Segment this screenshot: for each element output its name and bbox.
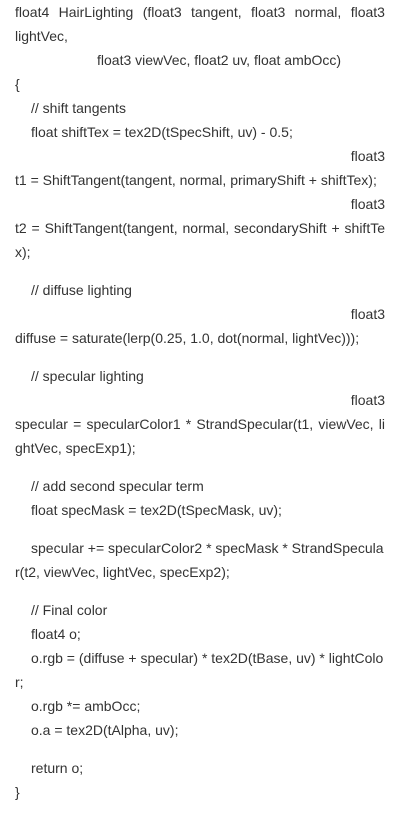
code-word: StrandSpecular(t1,: [196, 416, 314, 432]
code-word: =: [31, 220, 40, 236]
code-line-t2-continuation: x);: [15, 244, 31, 260]
function-header-continuation: lightVec,: [15, 28, 68, 44]
code-line-specmask: float specMask = tex2D(tSpecMask, uv);: [31, 502, 282, 518]
code-line-return: return o;: [31, 760, 84, 776]
comment-shift-tangents: // shift tangents: [31, 100, 126, 116]
code-word: normal,: [294, 4, 342, 20]
code-word: float3: [350, 4, 385, 20]
code-word: normal,: [182, 220, 230, 236]
code-word: float3: [251, 4, 286, 20]
code-word: *: [185, 416, 192, 432]
code-line-specular-continuation: ghtVec, specExp1);: [15, 440, 136, 456]
function-header-line: float4 HairLighting (float3 tangent, flo…: [15, 2, 385, 22]
code-line-orgb-ambocc: o.rgb *= ambOcc;: [31, 698, 141, 714]
code-line-oa: o.a = tex2D(tAlpha, uv);: [31, 722, 179, 738]
code-word: +: [331, 220, 340, 236]
code-word: t2: [15, 220, 27, 236]
code-line-t2: t2 = ShiftTangent(tangent, normal, secon…: [15, 218, 385, 238]
code-word: float4: [15, 4, 50, 20]
code-word: HairLighting: [58, 4, 134, 20]
code-line-specular: specular = specularColor1 * StrandSpecul…: [15, 414, 385, 434]
comment-specular-lighting: // specular lighting: [31, 368, 144, 384]
comment-final-color: // Final color: [31, 602, 108, 618]
comment-diffuse-lighting: // diffuse lighting: [31, 282, 132, 298]
code-line-specular-add: specular += specularColor2 * specMask * …: [31, 540, 384, 556]
code-word: viewVec,: [318, 416, 374, 432]
code-word: tangent,: [191, 4, 242, 20]
code-line-orgb-continuation: r;: [15, 674, 24, 690]
code-line-orgb: o.rgb = (diffuse + specular) * tex2D(tBa…: [31, 650, 384, 666]
type-float3-t2: float3: [350, 196, 385, 212]
code-word: (float3: [142, 4, 182, 20]
code-line-shifttex: float shiftTex = tex2D(tSpecShift, uv) -…: [31, 124, 293, 140]
code-line-t1: t1 = ShiftTangent(tangent, normal, prima…: [15, 172, 377, 188]
type-float3-t1: float3: [350, 148, 385, 164]
code-line-diffuse: diffuse = saturate(lerp(0.25, 1.0, dot(n…: [15, 330, 360, 346]
code-word: =: [73, 416, 82, 432]
function-params-line: float3 viewVec, float2 uv, float ambOcc): [97, 52, 342, 68]
type-float3-diffuse: float3: [350, 306, 385, 322]
close-brace: }: [15, 784, 20, 800]
code-line-specular-add-continuation: r(t2, viewVec, lightVec, specExp2);: [15, 564, 230, 580]
code-word: secondaryShift: [234, 220, 327, 236]
code-word: specular: [15, 416, 68, 432]
comment-second-specular: // add second specular term: [31, 478, 204, 494]
code-word: specularColor1: [86, 416, 181, 432]
code-line-o-decl: float4 o;: [31, 626, 81, 642]
open-brace: {: [15, 76, 20, 92]
code-word: ShiftTangent(tangent,: [44, 220, 178, 236]
code-word: li: [378, 416, 385, 432]
code-word: shiftTe: [344, 220, 385, 236]
type-float3-specular: float3: [350, 392, 385, 408]
